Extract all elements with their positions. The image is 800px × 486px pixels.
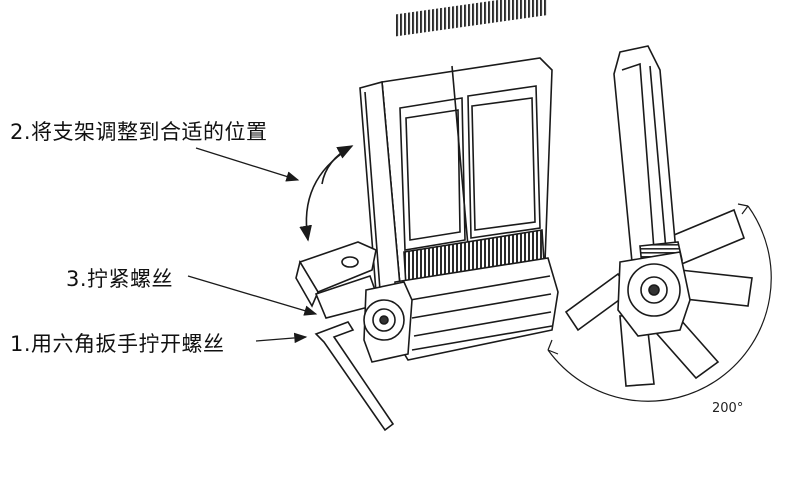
step3-label: 3.拧紧螺丝 bbox=[66, 267, 174, 291]
hex-key-wrench bbox=[314, 321, 395, 432]
floodlight-front-view bbox=[295, 0, 559, 363]
step2-label: 2.将支架调整到合适的位置 bbox=[10, 120, 268, 144]
floodlight-side-view bbox=[547, 45, 772, 402]
angle-label: 200° bbox=[712, 401, 744, 416]
leader-lines bbox=[187, 147, 318, 344]
step1-label: 1.用六角扳手拧开螺丝 bbox=[10, 332, 225, 356]
rotation-arrow bbox=[299, 145, 354, 242]
